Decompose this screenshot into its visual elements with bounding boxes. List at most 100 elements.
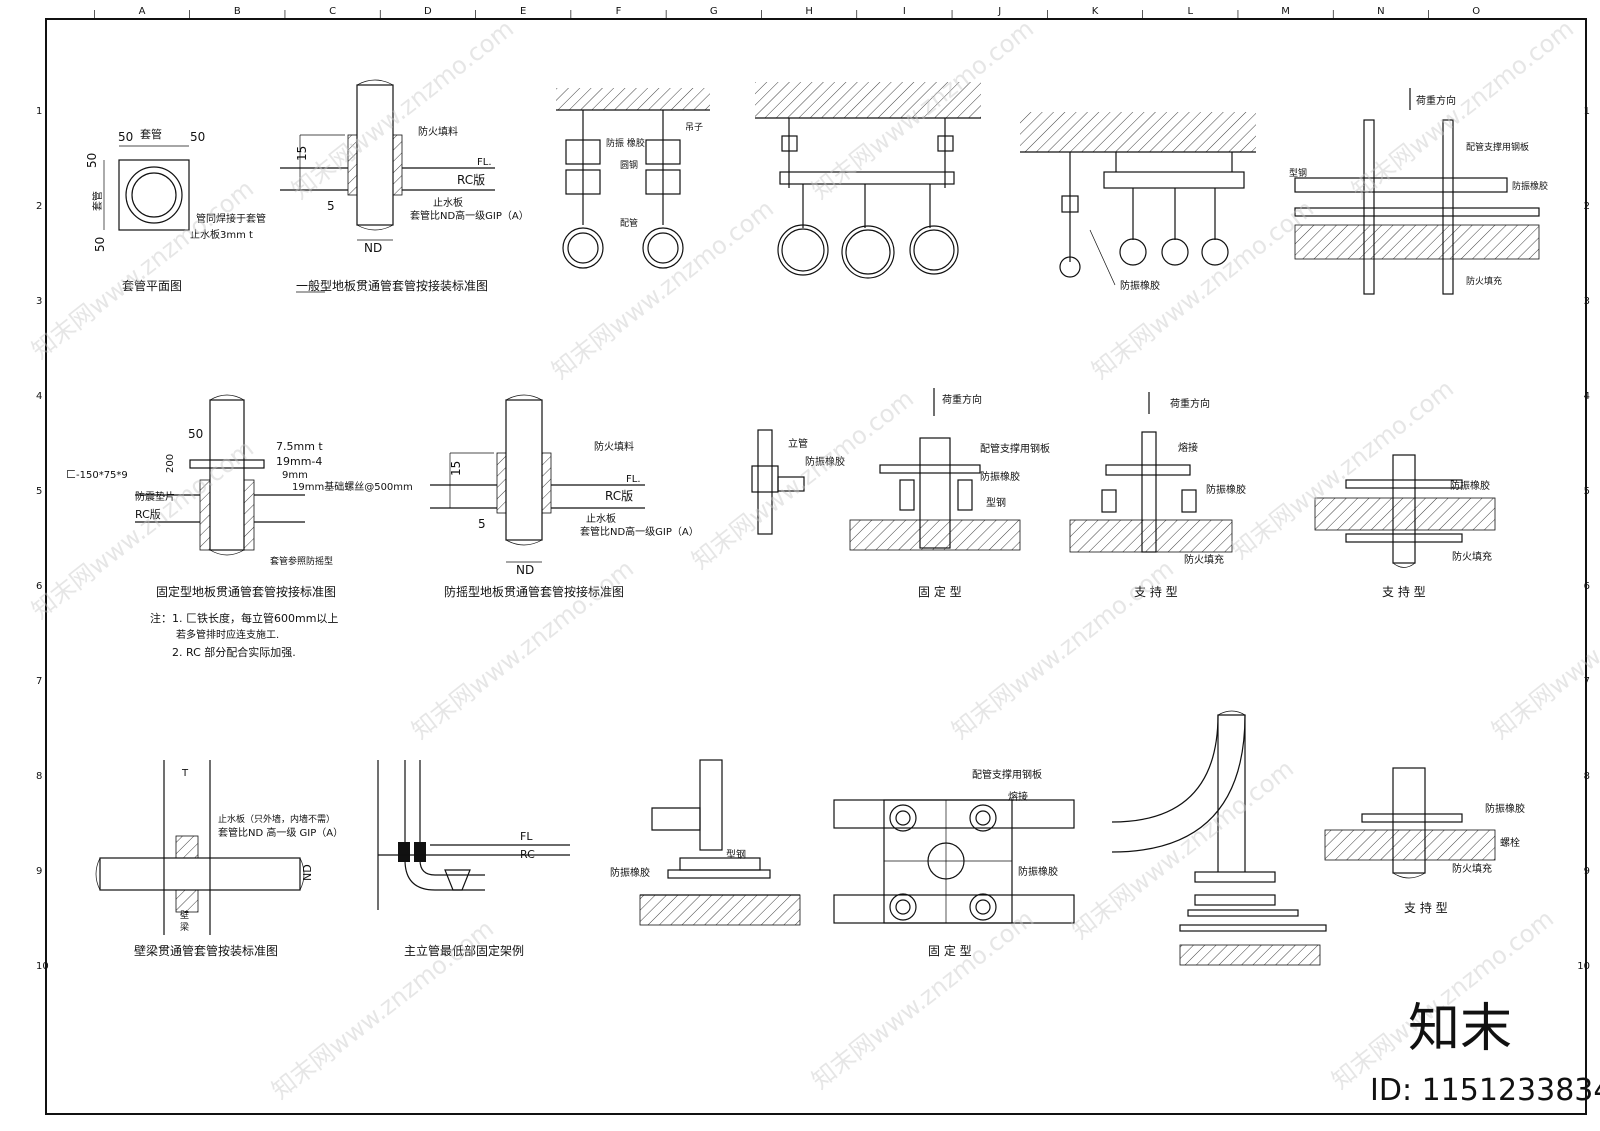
note-weld: 管同焊接于套管 bbox=[196, 212, 266, 225]
grid-row-8-left: 8 bbox=[36, 771, 42, 782]
grid-row-4-right: 4 bbox=[1584, 391, 1590, 402]
watermark-text: 知末网www.znzmo.com bbox=[1226, 374, 1459, 564]
watermark-text: 知末网www.znzmo.com bbox=[406, 554, 639, 744]
rc-label: RC bbox=[520, 848, 535, 861]
detail-hanger-a: 吊子 防振 橡胶 圆钢 配管 bbox=[556, 88, 710, 269]
note-stop-plate: 止水板3mm t bbox=[190, 228, 253, 241]
dim-200: 200 bbox=[165, 454, 176, 473]
steel-label: 型钢 bbox=[726, 848, 746, 861]
weld-label: 熔接 bbox=[1008, 790, 1028, 803]
detail-general-floor: 15 5 ND 防火填料 FL. RC版 止水板 套管比ND高一级GIP（A） … bbox=[280, 79, 529, 293]
note-1b: 若多管排时应连支施工. bbox=[176, 628, 279, 641]
grid-row-8-right: 8 bbox=[1584, 771, 1590, 782]
sleeve-note: 套管比ND高一级GIP（A） bbox=[580, 525, 699, 538]
dim-left-bottom: 50 bbox=[93, 237, 107, 252]
dim-left-top: 50 bbox=[85, 153, 99, 168]
grid-col-f: F bbox=[616, 6, 622, 17]
anti-vib-label: 防振橡胶 bbox=[1018, 865, 1058, 878]
sheet-border bbox=[45, 18, 1587, 1115]
watermark-text: 知末网www.znzmo.com bbox=[806, 904, 1039, 1094]
nd-label: ND bbox=[364, 241, 382, 255]
bolt-label: 螺栓 bbox=[1500, 836, 1520, 849]
d19-bolt-label: 19mm基础螺丝@500mm bbox=[292, 480, 413, 493]
grid-col-h: H bbox=[805, 6, 813, 17]
beam-label: 梁 bbox=[180, 921, 189, 933]
rc-label: RC版 bbox=[605, 489, 633, 503]
title-support-mid: 支 持 型 bbox=[1134, 584, 1178, 599]
label-sleeve-side: 套管 bbox=[91, 191, 104, 211]
watermark-id: ID: 1151233834 bbox=[1370, 1073, 1600, 1108]
fl-label: FL. bbox=[477, 157, 492, 168]
dim-top-left: 50 bbox=[118, 130, 133, 144]
dim-50: 50 bbox=[188, 427, 203, 441]
grid-row-5-right: 5 bbox=[1584, 486, 1590, 497]
label-sleeve-top: 套管 bbox=[140, 127, 162, 141]
detail-anti-sway-floor: 15 5 ND 防火填料 FL. RC版 止水板 套管比ND高一级GIP（A） … bbox=[430, 394, 699, 599]
grid-row-7-left: 7 bbox=[36, 676, 42, 687]
grid-row-10-right: 10 bbox=[1577, 961, 1590, 972]
label-sling: 吊子 bbox=[685, 122, 703, 133]
steel-label: 型钢 bbox=[986, 496, 1006, 509]
detail-wall-beam: T 止水板（只外墙，内墙不需） 套管比ND 高一级 GIP（A） ND 壁 梁 … bbox=[95, 760, 343, 958]
grid-col-i: I bbox=[903, 6, 906, 17]
load-dir-label: 荷重方向 bbox=[1416, 94, 1456, 107]
anti-vib-label: 防振橡胶 bbox=[980, 470, 1020, 483]
grid-col-m: M bbox=[1281, 6, 1290, 17]
title-fixed-mid: 固 定 型 bbox=[918, 584, 962, 599]
anti-vib-label: 防振橡胶 bbox=[1512, 180, 1548, 192]
dim-5: 5 bbox=[327, 199, 335, 213]
d9-label: 9mm bbox=[282, 470, 308, 481]
title-main-riser-low: 主立管最低部固定架例 bbox=[404, 943, 524, 958]
grid-row-10-left: 10 bbox=[36, 961, 49, 972]
stop-plate-label: 止水板 bbox=[433, 196, 463, 209]
sleeve-ref-label: 套管参照防摇型 bbox=[270, 555, 333, 567]
detail-elbow-base bbox=[1111, 710, 1327, 966]
grid-row-9-left: 9 bbox=[36, 866, 42, 877]
detail-riser-clip: 立管 防振橡胶 bbox=[751, 429, 845, 535]
c-channel-label: 匚-150*75*9 bbox=[66, 470, 128, 481]
stop-plate-label: 止水板（只外墙，内墙不需） bbox=[218, 813, 335, 825]
t-label: T bbox=[181, 768, 189, 779]
detail-trapeze-hanger bbox=[755, 82, 981, 279]
detail-support-mid: 荷重方向 熔接 防振橡胶 防火填充 支 持 型 bbox=[1069, 392, 1246, 599]
t75-label: 7.5mm t bbox=[276, 440, 323, 453]
title-anti-sway-floor: 防摇型地板贯通管套管按接标准图 bbox=[444, 584, 624, 599]
grid-col-l: L bbox=[1188, 6, 1194, 17]
grid-col-j: J bbox=[997, 6, 1001, 17]
steel-label: 型钢 bbox=[1289, 167, 1307, 179]
note-head: 注：1. 匚铁长度，每立管600mm以上 bbox=[150, 611, 338, 625]
title-general-floor: 一般型地板贯通管套管按接装标准图 bbox=[296, 278, 488, 293]
grid-row-6-left: 6 bbox=[36, 581, 42, 592]
title-sleeve-plan: 套管平面图 bbox=[122, 278, 182, 293]
anti-quake-label: 防震垫片 bbox=[135, 490, 175, 503]
stop-plate-label: 止水板 bbox=[586, 512, 616, 525]
grid-row-2-right: 2 bbox=[1584, 201, 1590, 212]
dim-top-right: 50 bbox=[190, 130, 205, 144]
title-fixed-floor: 固定型地板贯通管套管按接标准图 bbox=[156, 584, 336, 599]
grid-col-o: O bbox=[1472, 6, 1480, 17]
grid-row-3-right: 3 bbox=[1584, 296, 1590, 307]
label-anti-vib: 防振橡胶 bbox=[1120, 279, 1160, 292]
detail-main-riser-low: FL RC 主立管最低部固定架例 bbox=[377, 760, 570, 958]
detail-base-support: 型钢 防振橡胶 bbox=[610, 759, 801, 926]
sleeve-note: 套管比ND高一级GIP（A） bbox=[410, 209, 529, 222]
weld-label: 熔接 bbox=[1178, 441, 1198, 454]
load-dir-label: 荷重方向 bbox=[942, 393, 982, 406]
nd-label: ND bbox=[301, 864, 314, 881]
rc-label: RC版 bbox=[135, 507, 161, 521]
note-2: 2. RC 部分配合实际加强. bbox=[172, 645, 296, 659]
detail-support-right: 防振橡胶 防火填充 支 持 型 bbox=[1314, 454, 1496, 599]
fire-fill-label: 防火填料 bbox=[418, 125, 458, 138]
plate-label: 配管支撑用钢板 bbox=[1466, 141, 1529, 153]
nd-label: ND bbox=[516, 563, 534, 577]
anti-vib-label: 防振橡胶 bbox=[1206, 483, 1246, 496]
d19-4-label: 19mm-4 bbox=[276, 455, 322, 468]
grid-row-9-right: 9 bbox=[1584, 866, 1590, 877]
fire-fill-label: 防火填充 bbox=[1452, 862, 1492, 875]
anti-vib-label: 防振橡胶 bbox=[610, 866, 650, 879]
grid-col-c: C bbox=[329, 6, 336, 17]
label-pipe: 配管 bbox=[620, 217, 638, 229]
